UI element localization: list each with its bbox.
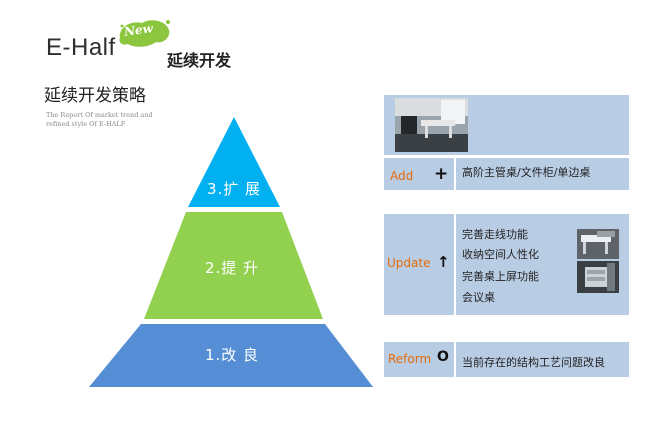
logo: E-Half: [46, 34, 116, 61]
plus-icon: +: [434, 164, 449, 184]
update-divider: [454, 214, 456, 315]
pyramid-tier-middle: [144, 212, 323, 319]
office-photo: [395, 98, 468, 152]
add-row: [384, 158, 629, 190]
add-label: Add: [390, 169, 414, 183]
add-description: 高阶主管桌/文件柜/单边桌: [462, 166, 591, 179]
report-line-2: refined style Of E-HALF: [46, 120, 126, 128]
desk-photo: [577, 229, 619, 259]
tier-label-expand: 3.扩 展: [206, 180, 262, 198]
reform-label: Reform: [388, 352, 432, 366]
tier-label-reform: 1.改 良: [204, 346, 260, 364]
update-line-4: 会议桌: [462, 291, 495, 304]
update-line-3: 完善桌上屏功能: [462, 270, 539, 283]
reform-divider: [454, 342, 456, 377]
reform-description: 当前存在的结构工艺问题改良: [462, 356, 605, 369]
pyramid-tier-top: [188, 117, 280, 207]
update-label: Update: [387, 256, 431, 270]
cabinet-photo: [577, 261, 619, 293]
update-line-2: 收纳空间人性化: [462, 248, 539, 261]
subtitle: 延续开发: [167, 51, 232, 70]
tier-label-improve: 2.提 升: [204, 259, 260, 277]
report-line-1: The Report Of market trend and: [46, 111, 153, 119]
page-title: 延续开发策略: [44, 86, 146, 106]
reform-row: [384, 342, 629, 377]
circle-icon: O: [437, 349, 449, 365]
update-line-1: 完善走线功能: [462, 228, 528, 241]
splash-graphic: [119, 20, 170, 47]
arrow-up-icon: ↑: [437, 253, 450, 271]
add-divider: [454, 158, 456, 190]
pyramid-tier-bottom: [89, 324, 373, 387]
